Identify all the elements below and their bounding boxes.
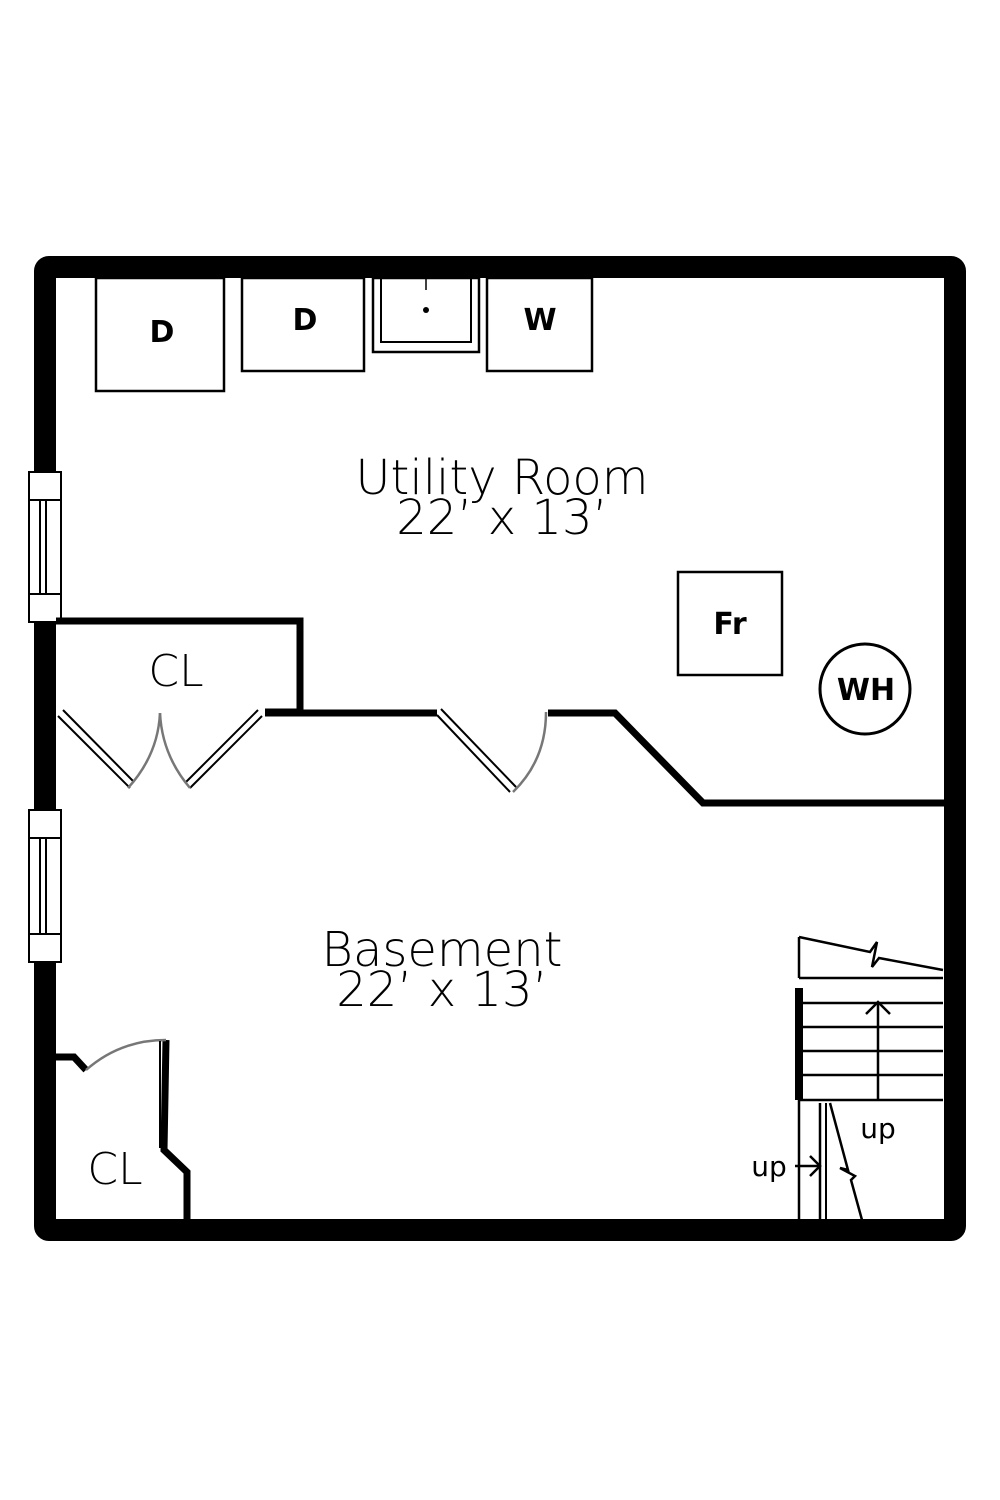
drain-icon	[423, 307, 429, 313]
appliance-water-heater	[818, 642, 912, 736]
partition-wall-2	[548, 709, 945, 807]
room-size-utility: 22’ x 13’	[396, 490, 608, 546]
exterior-walls	[34, 256, 966, 1241]
bifold-door-closet	[57, 709, 263, 789]
stair-break-line	[798, 935, 944, 972]
door-utility	[436, 708, 548, 793]
label-dryer-1: D	[150, 315, 175, 350]
room-name-utility: Utility Room	[355, 450, 648, 506]
label-water-heater: WH	[837, 673, 895, 708]
label-stairs-up-1: up	[860, 1112, 896, 1145]
interior-walls	[56, 617, 945, 1222]
utility-sink	[371, 276, 481, 354]
room-size-basement: 22’ x 13’	[336, 962, 548, 1018]
appliance-dryer-2	[240, 276, 366, 373]
door-closet-lower	[85, 1038, 167, 1148]
staircase	[795, 935, 944, 1221]
label-washer: W	[523, 303, 556, 338]
label-freezer: Fr	[713, 607, 747, 642]
label-dryer-2: D	[293, 303, 318, 338]
window-upper	[28, 471, 62, 623]
closet-wall-lower-right	[160, 1039, 191, 1222]
room-name-basement: Basement	[322, 922, 563, 978]
closet-wall-lower	[56, 1053, 89, 1073]
appliance-washer	[485, 276, 594, 373]
room-name-closet-lower: CL	[87, 1144, 142, 1195]
stair-break-line-lower	[828, 1102, 864, 1221]
label-stairs-up-2: up	[751, 1150, 787, 1183]
room-name-closet-upper: CL	[148, 646, 203, 697]
up-arrow-2-head	[809, 1155, 822, 1177]
up-arrow-1-head	[865, 1000, 891, 1015]
window-lower	[28, 809, 62, 963]
appliance-dryer-1	[94, 276, 226, 393]
exterior-wall	[34, 256, 966, 1241]
appliance-freezer	[676, 570, 784, 677]
